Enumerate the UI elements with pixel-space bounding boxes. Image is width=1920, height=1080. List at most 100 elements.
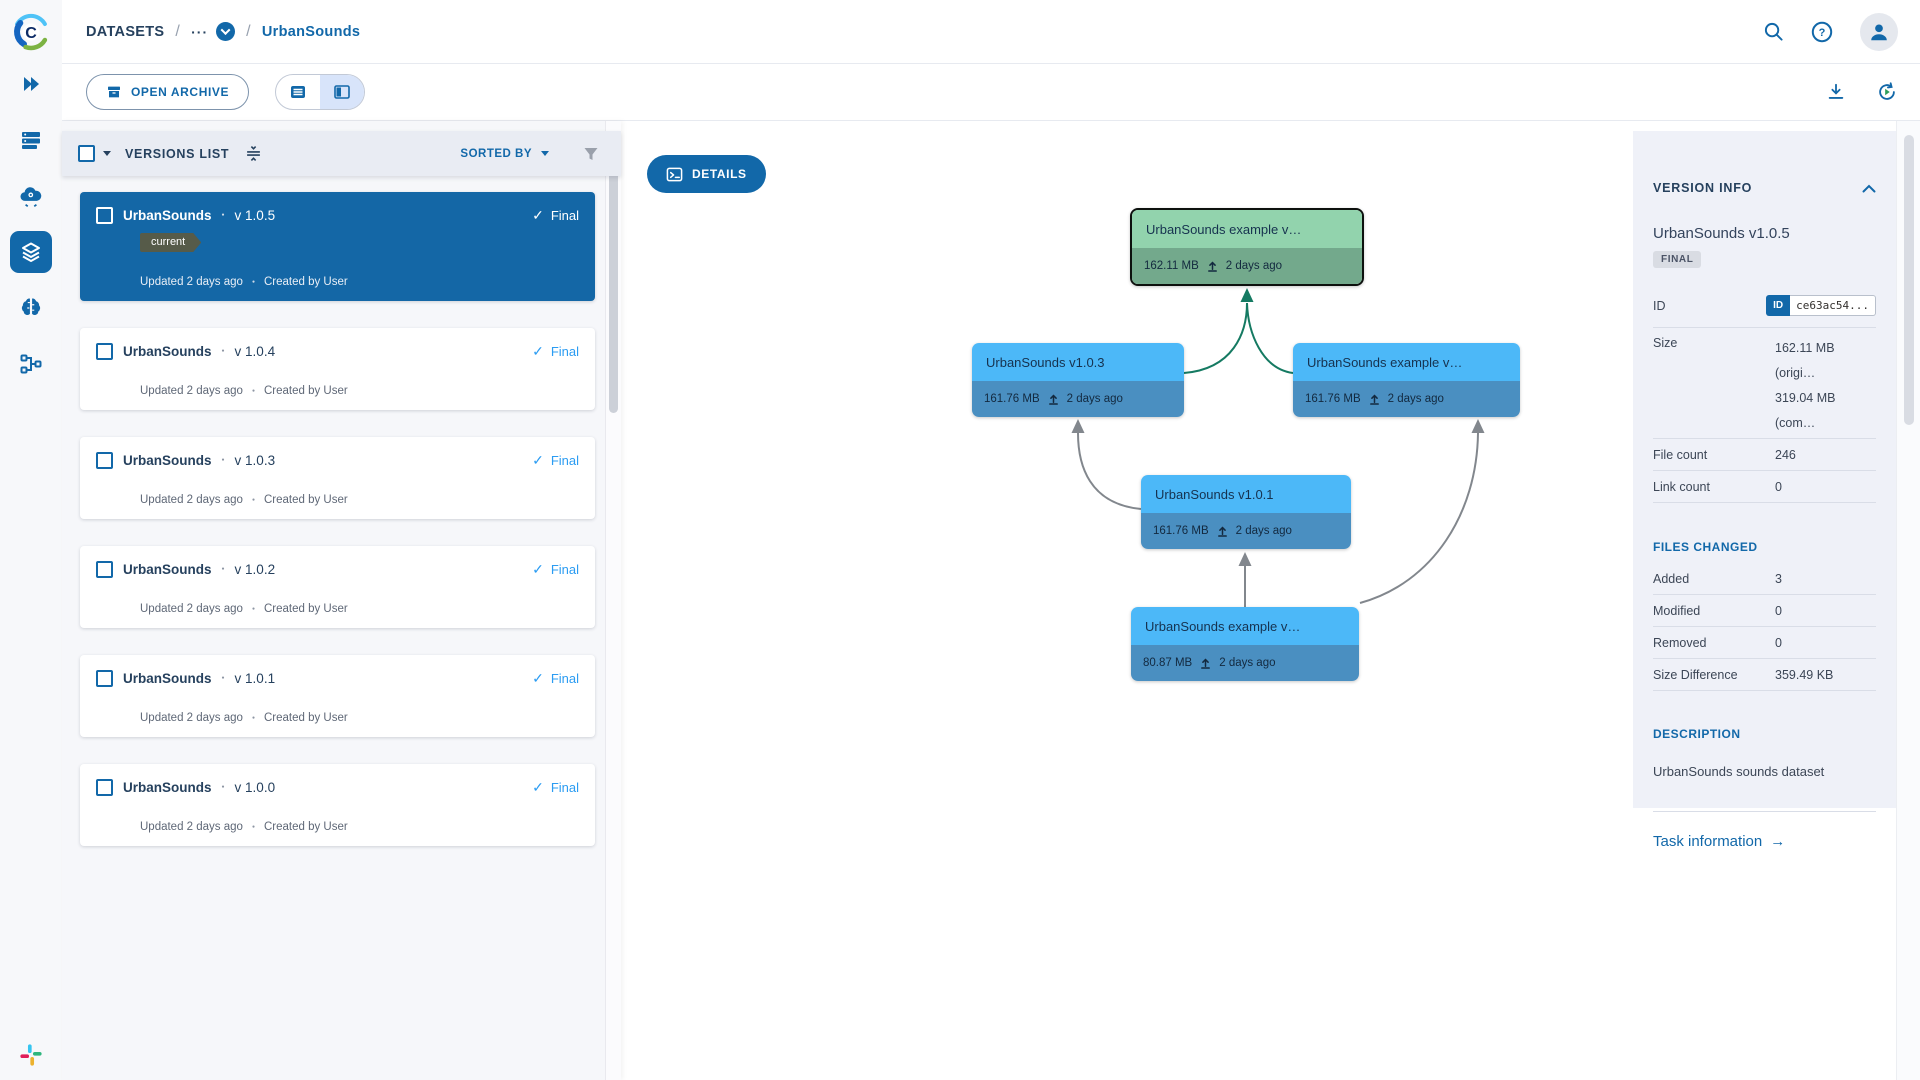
select-all-caret-icon[interactable] bbox=[103, 151, 111, 156]
version-card-1.0.4[interactable]: UrbanSounds ● v 1.0.4 ✓ Final Updated 2 … bbox=[80, 328, 595, 410]
auto-refresh-button[interactable] bbox=[1876, 81, 1898, 103]
node-size: 161.76 MB bbox=[984, 393, 1040, 405]
check-icon: ✓ bbox=[532, 779, 544, 795]
open-archive-button[interactable]: OPEN ARCHIVE bbox=[86, 74, 250, 110]
node-title: UrbanSounds example v… bbox=[1132, 210, 1362, 248]
split-view-icon bbox=[334, 85, 350, 99]
sorted-by-label: SORTED BY bbox=[460, 147, 532, 160]
node-updated: 2 days ago bbox=[1225, 260, 1283, 272]
size-label: Size bbox=[1653, 336, 1678, 350]
breadcrumb-current[interactable]: UrbanSounds bbox=[261, 23, 361, 40]
collapse-descriptions-button[interactable] bbox=[245, 145, 262, 162]
main-column: DATASETS / ··· / UrbanSounds ? bbox=[62, 0, 1920, 1080]
version-meta: Updated 2 days ago ● Created by User bbox=[140, 821, 348, 833]
versions-panel: VERSIONS LIST SORTED BY bbox=[62, 121, 621, 1080]
version-card-1.0.0[interactable]: UrbanSounds ● v 1.0.0 ✓ Final Updated 2 … bbox=[80, 764, 595, 846]
graph-node-v103[interactable]: UrbanSounds v1.0.3 161.76 MB 2 days ago bbox=[972, 343, 1184, 417]
select-all-checkbox[interactable] bbox=[78, 145, 95, 162]
details-panel-icon bbox=[666, 167, 683, 181]
file-count-label: File count bbox=[1653, 447, 1708, 462]
updated-text: Updated 2 days ago bbox=[140, 712, 243, 724]
sorted-by-dropdown[interactable]: SORTED BY bbox=[460, 148, 549, 160]
breadcrumb-ellipsis[interactable]: ··· bbox=[191, 23, 209, 40]
link-count-row: Link count 0 bbox=[1653, 471, 1876, 503]
version-checkbox[interactable] bbox=[96, 207, 113, 224]
final-label: Final bbox=[550, 671, 579, 686]
version-name: UrbanSounds bbox=[123, 671, 212, 686]
final-status: ✓ Final bbox=[532, 779, 579, 796]
filter-icon[interactable] bbox=[583, 146, 599, 162]
view-toggle-group bbox=[275, 74, 366, 110]
download-button[interactable] bbox=[1826, 82, 1846, 102]
final-state-badge: FINAL bbox=[1653, 251, 1702, 268]
clearml-logo[interactable]: C bbox=[9, 8, 53, 56]
version-checkbox[interactable] bbox=[96, 343, 113, 360]
nav-projects[interactable] bbox=[0, 56, 62, 112]
node-footer: 161.76 MB 2 days ago bbox=[972, 381, 1184, 417]
id-chip-value: ce63ac54... bbox=[1790, 295, 1876, 316]
node-updated: 2 days ago bbox=[1066, 393, 1123, 405]
version-checkbox[interactable] bbox=[96, 561, 113, 578]
scrollbar-thumb[interactable] bbox=[609, 133, 618, 413]
slack-link[interactable] bbox=[0, 1042, 62, 1068]
node-size: 80.87 MB bbox=[1143, 657, 1193, 669]
servers-icon bbox=[22, 132, 40, 149]
graph-node-v105-selected[interactable]: UrbanSounds example v… 162.11 MB 2 days … bbox=[1130, 208, 1364, 286]
nav-serving[interactable] bbox=[0, 168, 62, 224]
removed-row: Removed 0 bbox=[1653, 627, 1876, 659]
version-card-1.0.1[interactable]: UrbanSounds ● v 1.0.1 ✓ Final Updated 2 … bbox=[80, 655, 595, 737]
created-text: Created by User bbox=[263, 385, 348, 397]
nav-models[interactable] bbox=[0, 280, 62, 336]
separator-dot: ● bbox=[221, 566, 225, 572]
node-updated: 2 days ago bbox=[1219, 657, 1276, 669]
id-chip[interactable]: ID ce63ac54... bbox=[1766, 295, 1876, 316]
version-info-title: VERSION INFO bbox=[1653, 181, 1753, 195]
version-checkbox[interactable] bbox=[96, 670, 113, 687]
added-label: Added bbox=[1653, 571, 1690, 586]
details-button[interactable]: DETAILS bbox=[647, 155, 766, 193]
upload-icon bbox=[1048, 394, 1058, 405]
chevron-up-icon[interactable] bbox=[1862, 184, 1876, 193]
graph-node-v101[interactable]: UrbanSounds v1.0.1 161.76 MB 2 days ago bbox=[1141, 475, 1351, 549]
modified-value: 0 bbox=[1775, 603, 1782, 618]
description-text: UrbanSounds sounds dataset bbox=[1653, 764, 1825, 779]
layers-icon bbox=[22, 242, 40, 262]
nav-workers[interactable] bbox=[0, 112, 62, 168]
page-scrollbar[interactable] bbox=[1896, 121, 1920, 1080]
size-difference-row: Size Difference 359.49 KB bbox=[1653, 659, 1876, 691]
clearml-logo-icon: C bbox=[14, 13, 48, 51]
version-card-1.0.2[interactable]: UrbanSounds ● v 1.0.2 ✓ Final Updated 2 … bbox=[80, 546, 595, 628]
versions-scrollbar[interactable] bbox=[605, 121, 621, 1080]
graph-node-v104[interactable]: UrbanSounds example v… 161.76 MB 2 days … bbox=[1293, 343, 1520, 417]
version-meta: Updated 2 days ago ● Created by User bbox=[140, 712, 348, 724]
nav-pipelines[interactable] bbox=[0, 336, 62, 392]
version-checkbox[interactable] bbox=[96, 779, 113, 796]
check-icon: ✓ bbox=[532, 452, 544, 468]
task-information-link[interactable]: Task information → bbox=[1653, 812, 1876, 871]
breadcrumb-expand-button[interactable] bbox=[216, 22, 236, 41]
task-information-label: Task information bbox=[1653, 833, 1763, 850]
separator-dot: ● bbox=[251, 714, 255, 721]
search-button[interactable] bbox=[1763, 21, 1784, 42]
split-view-toggle[interactable] bbox=[320, 75, 365, 109]
user-avatar[interactable] bbox=[1860, 12, 1898, 51]
nav-datasets[interactable] bbox=[0, 224, 62, 280]
breadcrumb-separator: / bbox=[246, 22, 251, 40]
table-view-toggle[interactable] bbox=[276, 75, 320, 109]
check-icon: ✓ bbox=[532, 561, 544, 577]
svg-text:C: C bbox=[25, 25, 37, 42]
scrollbar-thumb[interactable] bbox=[1904, 135, 1914, 425]
version-number: v 1.0.0 bbox=[234, 780, 276, 795]
created-text: Created by User bbox=[263, 276, 348, 288]
breadcrumb-root[interactable]: DATASETS bbox=[86, 23, 165, 40]
version-number: v 1.0.3 bbox=[234, 453, 276, 468]
node-size: 161.76 MB bbox=[1153, 525, 1209, 537]
version-card-1.0.5[interactable]: UrbanSounds ● v 1.0.5 ✓ Final current Up… bbox=[80, 192, 595, 301]
separator-dot: ● bbox=[251, 496, 255, 503]
help-button[interactable]: ? bbox=[1811, 21, 1833, 43]
version-checkbox[interactable] bbox=[96, 452, 113, 469]
version-card-1.0.3[interactable]: UrbanSounds ● v 1.0.3 ✓ Final Updated 2 … bbox=[80, 437, 595, 519]
graph-node-v100[interactable]: UrbanSounds example v… 80.87 MB 2 days a… bbox=[1131, 607, 1359, 681]
separator-dot: ● bbox=[221, 675, 225, 681]
